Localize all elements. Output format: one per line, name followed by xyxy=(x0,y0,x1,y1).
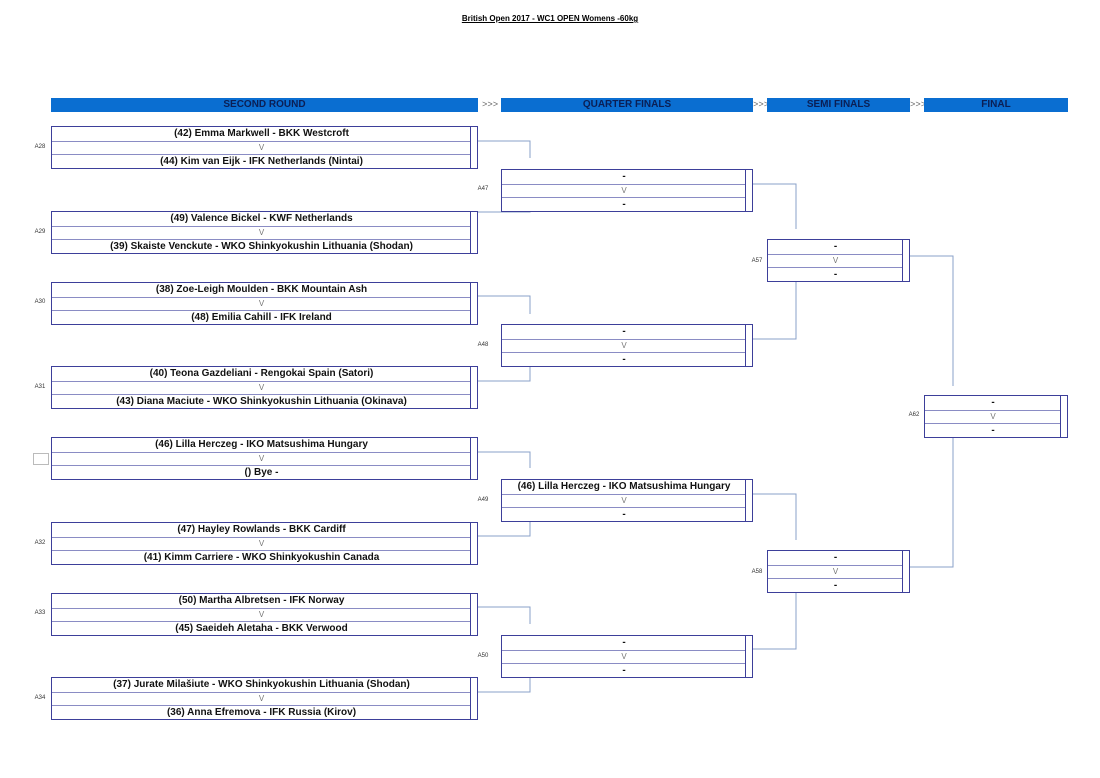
versus-label: V xyxy=(52,141,471,155)
match-side-cell xyxy=(470,127,477,168)
match-id-label: A29 xyxy=(34,229,46,235)
versus-label: V xyxy=(52,537,471,551)
match-side-cell xyxy=(902,551,909,592)
competitor-slot[interactable]: (49) Valence Bickel - KWF Netherlands xyxy=(170,213,353,224)
competitor-slot[interactable]: - xyxy=(622,326,626,337)
match-box: - V - xyxy=(501,635,753,678)
competitor-slot[interactable]: - xyxy=(622,637,626,648)
competitor-slot[interactable]: (46) Lilla Herczeg - IKO Matsushima Hung… xyxy=(517,481,731,492)
competitor-slot[interactable]: (38) Zoe-Leigh Moulden - BKK Mountain As… xyxy=(155,284,368,295)
round-header-second-round: SECOND ROUND xyxy=(51,98,478,112)
competitor-slot[interactable]: (39) Skaiste Venckute - WKO Shinkyokushi… xyxy=(110,241,413,252)
versus-label: V xyxy=(502,650,746,664)
versus-label: V xyxy=(52,692,471,706)
round-separator: >>> xyxy=(910,100,927,110)
match-id-label: A34 xyxy=(34,695,46,701)
competitor-slot[interactable]: (42) Emma Markwell - BKK Westcroft xyxy=(174,128,349,139)
versus-label: V xyxy=(52,608,471,622)
match-id-label xyxy=(33,453,49,465)
match-id-label: A28 xyxy=(34,144,46,150)
competitor-slot[interactable]: (40) Teona Gazdeliani - Rengokai Spain (… xyxy=(149,368,374,379)
match-side-cell xyxy=(470,212,477,253)
round-separator: >>> xyxy=(753,100,770,110)
competitor-slot[interactable]: - xyxy=(991,425,995,436)
competitor-slot[interactable]: (45) Saeideh Aletaha - BKK Verwood xyxy=(175,623,348,634)
competitor-slot[interactable]: - xyxy=(833,580,838,591)
versus-label: V xyxy=(502,339,746,353)
competitor-slot[interactable]: (46) Lilla Herczeg - IKO Matsushima Hung… xyxy=(155,439,368,450)
match-id-label: A47 xyxy=(477,186,489,192)
match-side-cell xyxy=(1060,396,1067,437)
round-header-semi-finals: SEMI FINALS xyxy=(767,98,910,112)
versus-label: V xyxy=(768,254,903,268)
match-side-cell xyxy=(470,523,477,564)
match-id-label: A32 xyxy=(34,540,46,546)
versus-label: V xyxy=(52,297,471,311)
match-box: - V - xyxy=(767,239,910,282)
match-id-label: A49 xyxy=(477,497,489,503)
match-side-cell xyxy=(470,438,477,479)
match-box: (46) Lilla Herczeg - IKO Matsushima Hung… xyxy=(501,479,753,522)
match-id-label: A33 xyxy=(34,610,46,616)
competitor-slot[interactable]: - xyxy=(833,241,838,252)
match-box: - V - xyxy=(501,324,753,367)
match-id-label: A58 xyxy=(751,569,763,575)
versus-label: V xyxy=(52,381,471,395)
competitor-slot[interactable]: (41) Kimm Carriere - WKO Shinkyokushin C… xyxy=(143,552,380,563)
competitor-slot[interactable]: - xyxy=(622,354,626,365)
match-side-cell xyxy=(470,283,477,324)
match-box: (50) Martha Albretsen - IFK Norway V (45… xyxy=(51,593,478,636)
match-box: (46) Lilla Herczeg - IKO Matsushima Hung… xyxy=(51,437,478,480)
round-separator: >>> xyxy=(482,100,499,110)
competitor-slot[interactable]: () Bye - xyxy=(244,467,279,478)
round-header-final: FINAL xyxy=(924,98,1068,112)
round-header-quarter-finals: QUARTER FINALS xyxy=(501,98,753,112)
match-id-label: A48 xyxy=(477,342,489,348)
versus-label: V xyxy=(502,494,746,508)
competitor-slot[interactable]: - xyxy=(833,552,838,563)
versus-label: V xyxy=(502,184,746,198)
match-side-cell xyxy=(745,170,752,211)
match-id-label: A57 xyxy=(751,258,763,264)
match-box: - V - xyxy=(924,395,1068,438)
match-box: (40) Teona Gazdeliani - Rengokai Spain (… xyxy=(51,366,478,409)
competitor-slot[interactable]: (50) Martha Albretsen - IFK Norway xyxy=(178,595,345,606)
competitor-slot[interactable]: (36) Anna Efremova - IFK Russia (Kirov) xyxy=(166,707,357,718)
match-id-label: A50 xyxy=(477,653,489,659)
match-box: - V - xyxy=(501,169,753,212)
competitor-slot[interactable]: - xyxy=(622,665,626,676)
competitor-slot[interactable]: (37) Jurate Milašiute - WKO Shinkyokushi… xyxy=(113,679,410,690)
versus-label: V xyxy=(925,410,1061,424)
match-side-cell xyxy=(470,678,477,719)
versus-label: V xyxy=(52,226,471,240)
competitor-slot[interactable]: (44) Kim van Eijk - IFK Netherlands (Nin… xyxy=(160,156,363,167)
competitor-slot[interactable]: - xyxy=(622,171,626,182)
match-id-label: A30 xyxy=(34,299,46,305)
match-box: (37) Jurate Milašiute - WKO Shinkyokushi… xyxy=(51,677,478,720)
bracket-title: British Open 2017 - WC1 OPEN Womens -60k… xyxy=(461,14,639,23)
match-id-label: A31 xyxy=(34,384,46,390)
competitor-slot[interactable]: - xyxy=(991,397,995,408)
match-box: (38) Zoe-Leigh Moulden - BKK Mountain As… xyxy=(51,282,478,325)
competitor-slot[interactable]: (47) Hayley Rowlands - BKK Cardiff xyxy=(177,524,346,535)
match-side-cell xyxy=(745,636,752,677)
match-side-cell xyxy=(745,325,752,366)
match-box: (42) Emma Markwell - BKK Westcroft V (44… xyxy=(51,126,478,169)
versus-label: V xyxy=(52,452,471,466)
match-id-label: A62 xyxy=(908,412,920,418)
match-side-cell xyxy=(745,480,752,521)
match-box: (49) Valence Bickel - KWF Netherlands V … xyxy=(51,211,478,254)
competitor-slot[interactable]: (48) Emilia Cahill - IFK Ireland xyxy=(191,312,332,323)
match-box: - V - xyxy=(767,550,910,593)
competitor-slot[interactable]: - xyxy=(622,199,626,210)
match-side-cell xyxy=(470,367,477,408)
match-box: (47) Hayley Rowlands - BKK Cardiff V (41… xyxy=(51,522,478,565)
versus-label: V xyxy=(768,565,903,579)
competitor-slot[interactable]: (43) Diana Maciute - WKO Shinkyokushin L… xyxy=(116,396,407,407)
match-side-cell xyxy=(902,240,909,281)
competitor-slot[interactable]: - xyxy=(622,509,626,520)
match-side-cell xyxy=(470,594,477,635)
competitor-slot[interactable]: - xyxy=(833,269,838,280)
